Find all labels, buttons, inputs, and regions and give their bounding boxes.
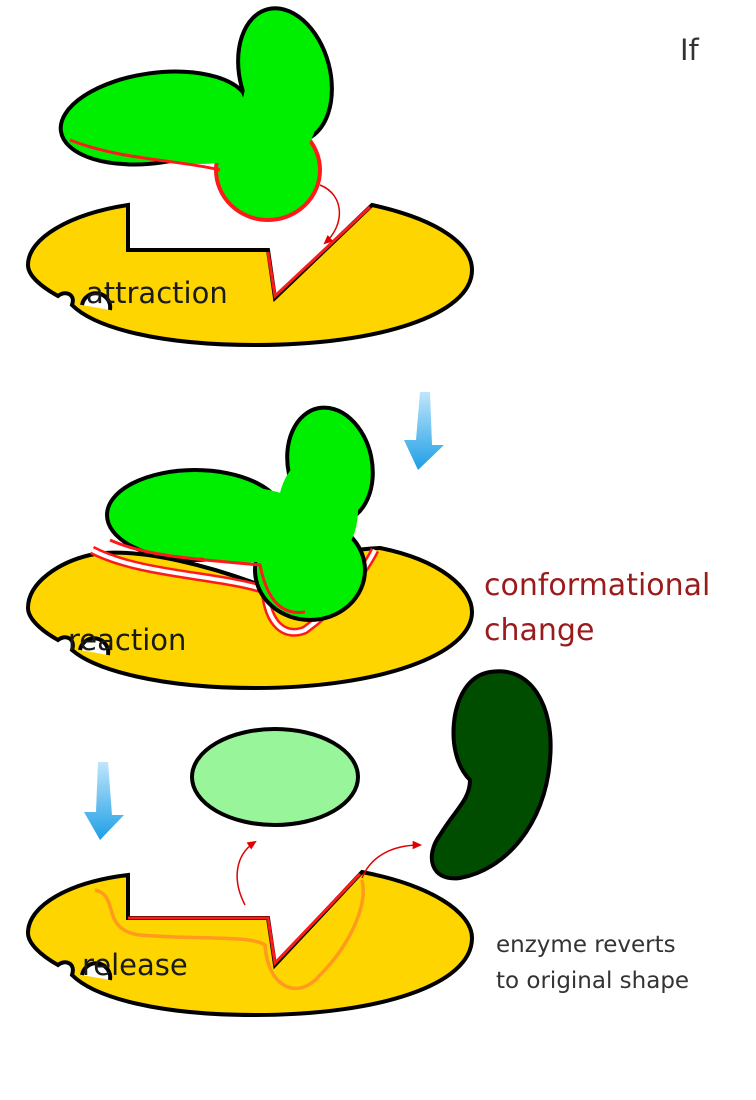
product-dark <box>432 671 551 878</box>
conformational-change-line1: conformational <box>484 568 710 603</box>
conformational-change-line2: change <box>484 613 594 648</box>
substrate-attraction <box>55 0 346 220</box>
enzyme-attraction <box>28 205 472 345</box>
binding-arrow <box>320 185 339 243</box>
stage-release: release <box>28 671 551 1015</box>
stage-label-reaction: reaction <box>68 623 186 657</box>
revert-note-line2: to original shape <box>496 968 689 994</box>
revert-note-line1: enzyme reverts <box>496 932 676 958</box>
release-arrow-light <box>237 842 255 905</box>
stage-attraction: attraction <box>28 0 472 345</box>
flow-arrow-1 <box>404 392 444 470</box>
flow-arrow-2 <box>84 762 124 840</box>
stage-label-attraction: attraction <box>86 276 228 310</box>
stage-label-release: release <box>82 948 188 982</box>
enzyme-release <box>28 872 472 1015</box>
corner-text: If <box>680 33 700 67</box>
product-light <box>192 729 358 825</box>
enzyme-reaction <box>28 548 472 688</box>
